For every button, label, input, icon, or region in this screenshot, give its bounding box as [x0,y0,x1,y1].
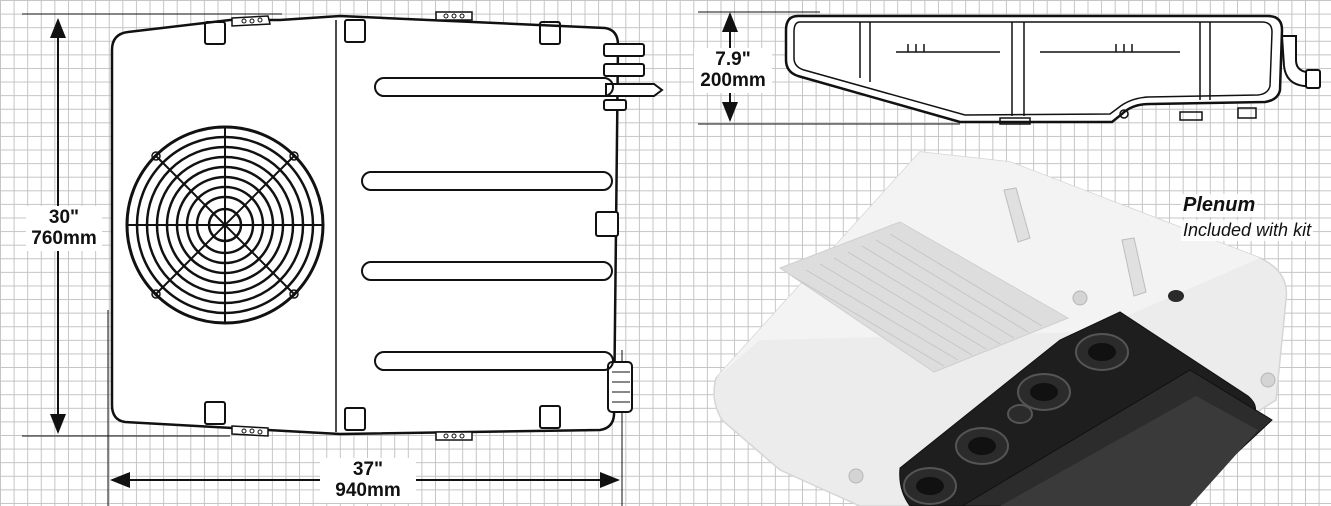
depth-metric: 760mm [31,228,97,250]
fan-grille-icon [125,125,325,325]
side-view-drawing [698,11,1321,125]
plenum-title: Plenum [1181,194,1258,217]
height-imperial: 7.9" [715,49,751,70]
height-dimension-label: 7.9" 200mm [694,48,772,93]
plenum-subtitle: Included with kit [1181,220,1314,241]
width-imperial: 37" [352,459,384,480]
width-dimension-label: 37" 940mm [320,458,416,503]
depth-dimension-label: 30" 760mm [26,206,102,251]
height-metric: 200mm [700,70,766,92]
top-view-drawing [22,11,664,506]
depth-imperial: 30" [48,207,80,228]
plenum-illustration [713,151,1288,506]
width-metric: 940mm [335,480,401,502]
